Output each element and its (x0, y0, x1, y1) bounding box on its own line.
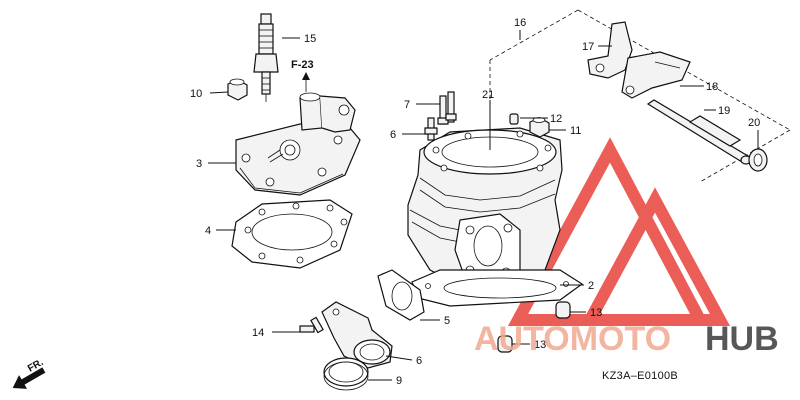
clamp-band (323, 357, 369, 391)
callout-6-flange: 6 (416, 355, 422, 367)
intake-gasket (377, 269, 425, 321)
diagram-code: KZ3A–E0100B (602, 370, 678, 382)
exhaust-valve-b (621, 51, 691, 99)
callout-17: 17 (582, 41, 594, 53)
cylinder (407, 127, 563, 291)
collar-a (555, 301, 571, 319)
callout-13-b: 13 (534, 339, 546, 351)
callout-3: 3 (196, 158, 202, 170)
valve-shaft (646, 99, 752, 165)
reference-arrow-icon (302, 72, 310, 92)
callout-2: 2 (588, 280, 594, 292)
cap-nut (227, 78, 248, 101)
callout-9: 9 (396, 375, 402, 387)
insulator-flange (321, 301, 393, 369)
cylinder-head (235, 92, 361, 196)
callout-19: 19 (718, 105, 730, 117)
reference-label: F-23 (291, 59, 314, 71)
callout-10: 10 (190, 88, 202, 100)
stud-bolts (424, 91, 457, 141)
leader-lines (208, 30, 759, 381)
head-gasket (231, 199, 353, 269)
callout-15: 15 (304, 33, 316, 45)
callout-11: 11 (570, 125, 581, 137)
callout-16: 16 (514, 17, 526, 29)
watermark-logo (507, 137, 731, 326)
callout-20: 20 (748, 117, 760, 129)
callout-13-a: 13 (590, 307, 602, 319)
oil-seal (748, 148, 768, 172)
spark-plug (253, 13, 279, 102)
watermark-text-hub: HUB (705, 320, 779, 358)
callout-7: 7 (404, 99, 410, 111)
dowel-pin (509, 113, 519, 125)
watermark-text-auto: AUTOMOTO (474, 320, 671, 358)
callout-12: 12 (550, 113, 562, 125)
callout-18: 18 (706, 81, 718, 93)
callout-5: 5 (444, 315, 450, 327)
exhaust-valve-a (587, 21, 633, 79)
flange-nut (529, 117, 550, 138)
callout-6-stud: 6 (390, 129, 396, 141)
callout-4: 4 (205, 225, 211, 237)
base-gasket (411, 269, 584, 307)
front-direction-arrow-icon (12, 367, 46, 389)
flange-bolt (299, 316, 324, 334)
callout-14: 14 (252, 327, 264, 339)
callout-21: 21 (482, 89, 494, 101)
